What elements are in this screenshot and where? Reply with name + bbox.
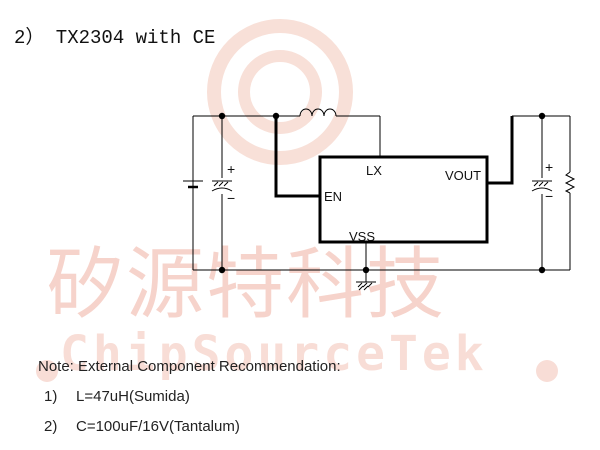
input-capacitor (211, 180, 233, 192)
note-item-text: C=100uF/16V(Tantalum) (76, 418, 240, 435)
note-heading: Note: External Component Recommendation: (38, 358, 341, 375)
page-title: 2） TX2304 with CE (14, 27, 216, 49)
battery-symbol (183, 180, 203, 189)
wire-vout (487, 116, 514, 185)
junction-dots (218, 112, 546, 274)
note-item-text: L=47uH(Sumida) (76, 388, 190, 405)
note-item-number: 2) (44, 418, 58, 435)
output-cap-minus: − (545, 188, 553, 204)
ic-body (318, 155, 489, 244)
note-item: 2) C=100uF/16V(Tantalum) (44, 418, 240, 435)
pin-label-en: EN (324, 189, 342, 204)
load-resistor (564, 171, 576, 194)
inductor (299, 108, 337, 117)
pin-label-vss: VSS (349, 229, 375, 244)
pin-label-lx: LX (366, 163, 382, 178)
wire-en (274, 116, 320, 198)
note-item-number: 1) (44, 388, 58, 405)
output-capacitor (531, 180, 553, 192)
input-cap-minus: − (227, 190, 235, 206)
note-item: 1) L=47uH(Sumida) (44, 388, 190, 405)
ground-symbol (356, 281, 376, 291)
output-cap-plus: + (545, 159, 553, 175)
pin-label-vout: VOUT (445, 168, 481, 183)
input-cap-plus: + (227, 161, 235, 177)
